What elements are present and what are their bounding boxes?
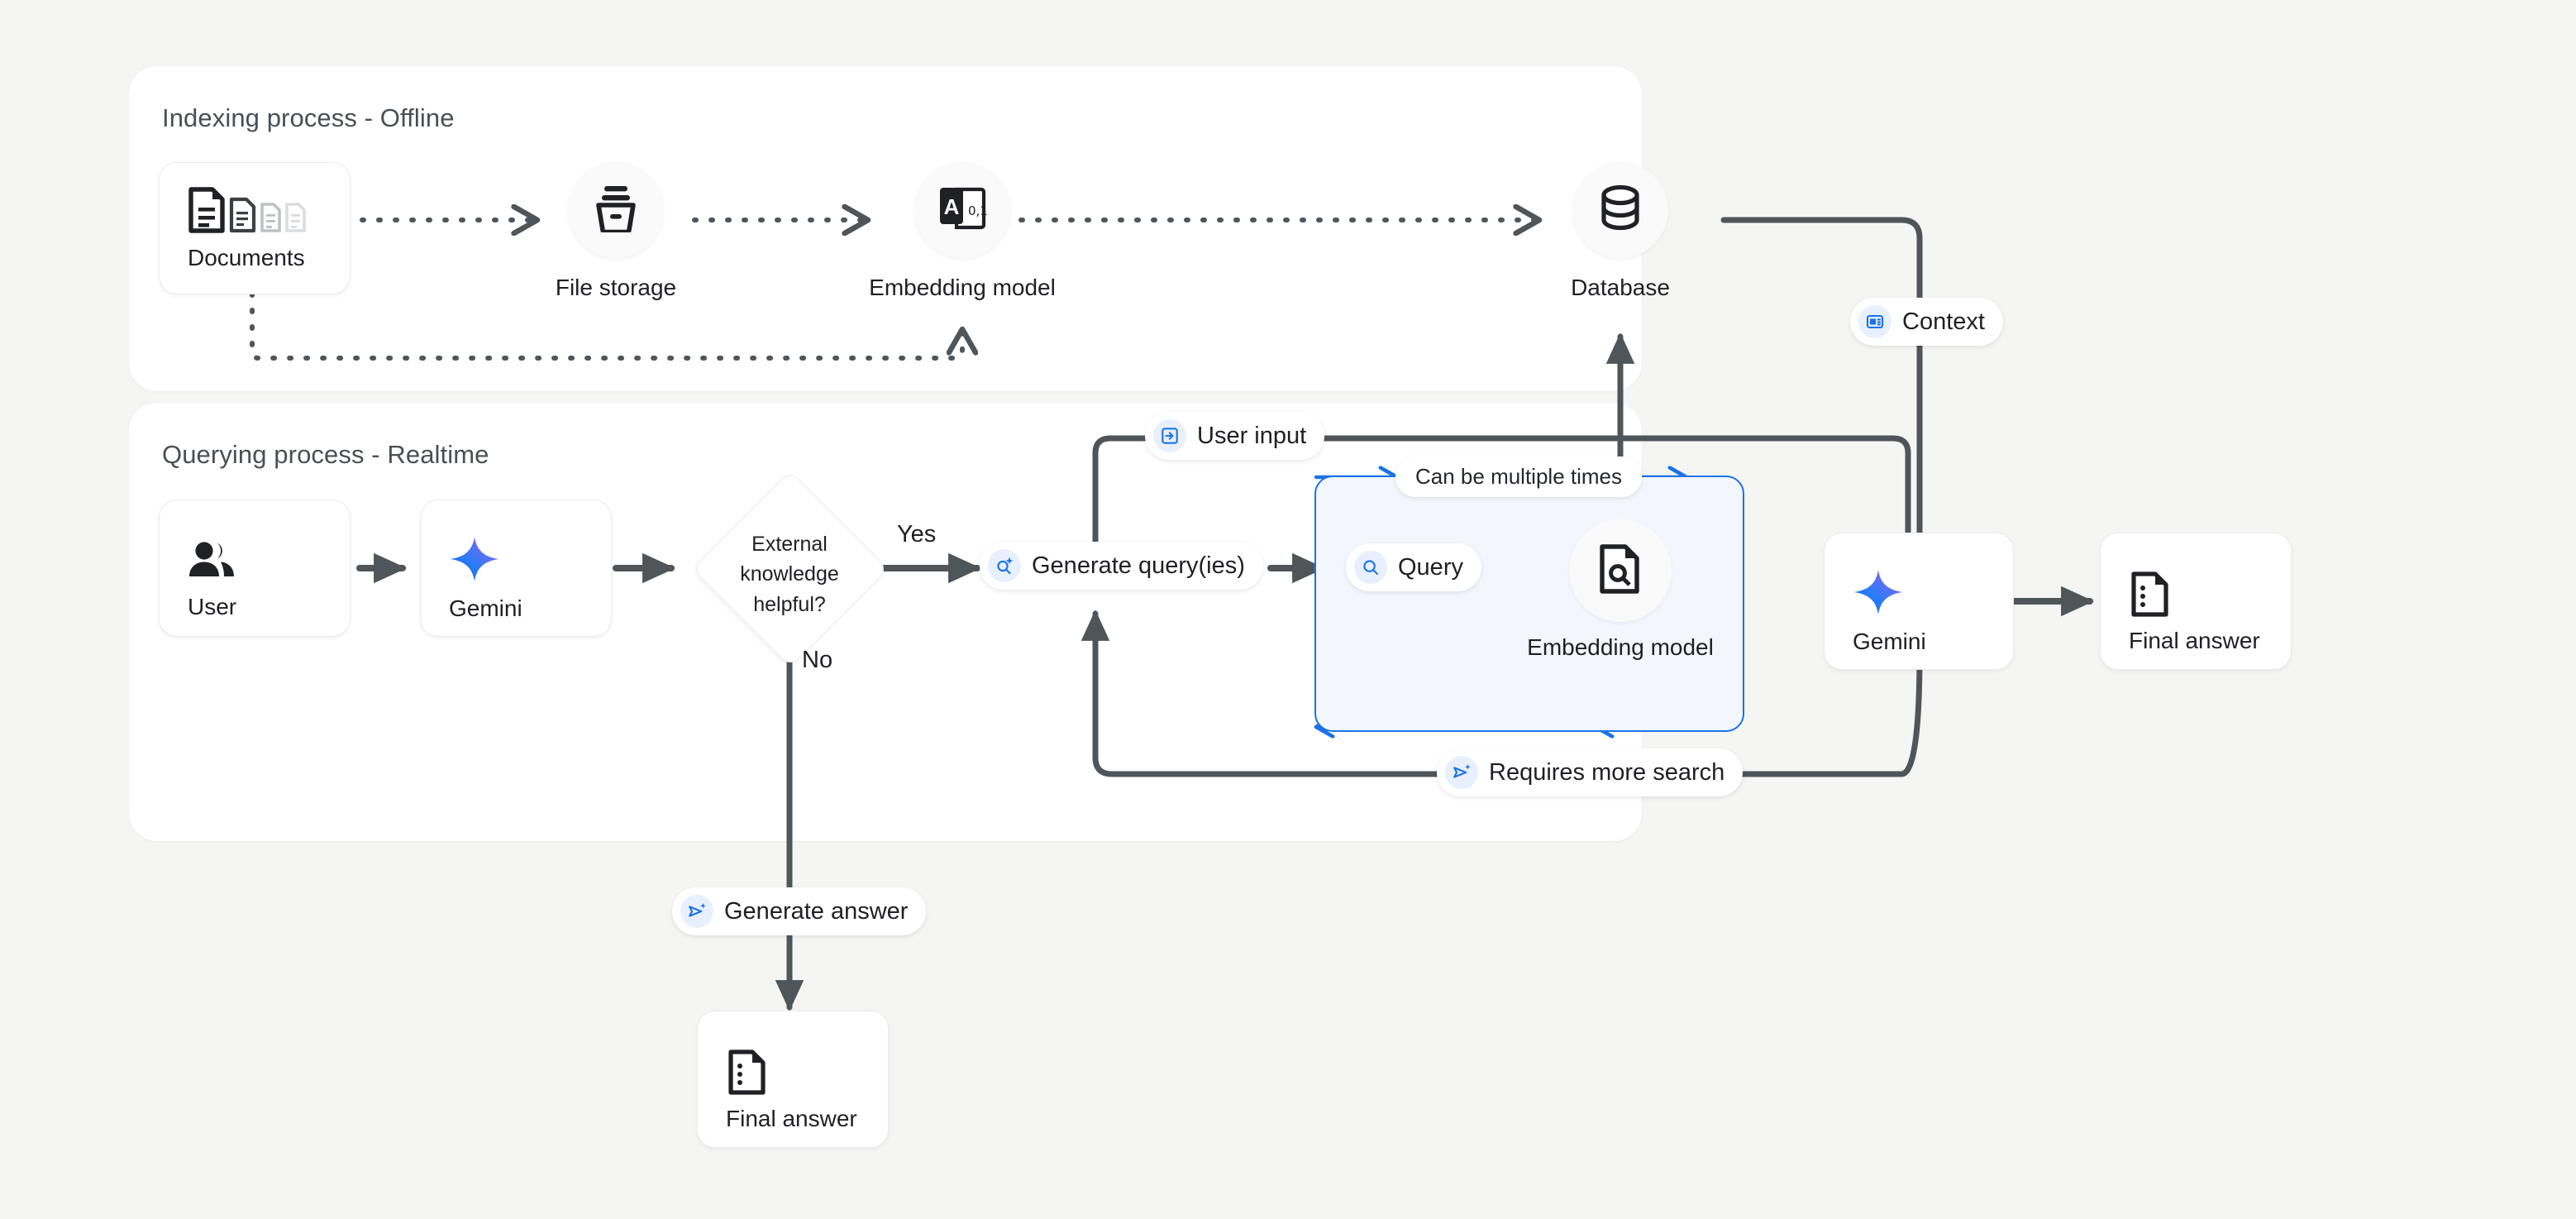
people-icon <box>188 540 239 581</box>
pill-loop-note-label: Can be multiple times <box>1415 464 1622 489</box>
archive-icon <box>593 184 639 237</box>
node-embedding-model-indexing[interactable]: 0,1 A <box>914 162 1010 258</box>
search-spark-icon <box>988 549 1021 582</box>
edge-documents-to-embedding-feedback <box>250 291 962 361</box>
send-spark-icon <box>1445 756 1478 789</box>
decision-external-knowledge-label: External knowledge helpful? <box>740 533 839 616</box>
node-file-storage-label: File storage <box>555 275 677 300</box>
answer-doc-icon <box>2129 571 2172 617</box>
answer-doc-icon <box>726 1049 769 1095</box>
loop-box-retrieval <box>1314 476 1744 732</box>
card-gemini-right[interactable]: Gemini <box>1824 533 2014 670</box>
node-database[interactable] <box>1572 162 1668 258</box>
edge-label-no: No <box>802 647 833 673</box>
card-final-answer-bottom[interactable]: Final answer <box>697 1011 889 1148</box>
edge-label-yes: Yes <box>897 521 937 547</box>
gemini-spark-icon <box>449 535 500 583</box>
pill-generate-queries-label: Generate query(ies) <box>1032 552 1245 579</box>
card-gemini-right-label: Gemini <box>1853 629 1926 655</box>
pill-query[interactable]: Query <box>1346 543 1481 591</box>
pill-user-input-label: User input <box>1197 422 1307 449</box>
pill-generate-answer-label: Generate answer <box>724 897 909 925</box>
node-embedding-model-indexing-label: Embedding model <box>869 275 1056 300</box>
node-embedding-model-query-label: Embedding model <box>1527 634 1714 660</box>
node-embedding-model-query[interactable] <box>1569 519 1672 622</box>
svg-text:A: A <box>944 194 960 219</box>
pill-query-label: Query <box>1398 553 1463 581</box>
card-gemini-left[interactable]: Gemini <box>420 500 612 637</box>
pill-requires-more-search[interactable]: Requires more search <box>1437 748 1744 796</box>
panel-indexing-title: Indexing process - Offline <box>162 103 455 132</box>
card-user[interactable]: User <box>159 500 351 637</box>
pill-context[interactable]: Context <box>1850 298 2003 346</box>
svg-text:0,1: 0,1 <box>968 203 988 218</box>
pill-loop-note: Can be multiple times <box>1395 457 1642 497</box>
edge-user-input-to-gemini-right <box>1092 435 1911 566</box>
panel-querying-title: Querying process - Realtime <box>162 440 489 469</box>
edge-requires-more-search <box>1080 610 1923 777</box>
panel-indexing <box>129 66 1642 391</box>
doc-search-icon <box>1597 543 1643 599</box>
card-documents[interactable]: Documents <box>159 162 351 294</box>
card-documents-label: Documents <box>188 245 305 270</box>
gemini-spark-icon <box>1853 568 1904 616</box>
pill-generate-answer[interactable]: Generate answer <box>672 887 927 935</box>
send-spark-icon <box>680 895 713 928</box>
pill-user-input[interactable]: User input <box>1145 412 1325 460</box>
node-database-label: Database <box>1571 275 1670 300</box>
documents-icon <box>188 186 312 234</box>
edge-database-to-gemini-right <box>1720 217 1934 566</box>
pill-context-label: Context <box>1902 308 1985 335</box>
database-icon <box>1599 184 1642 237</box>
node-file-storage[interactable] <box>568 162 664 258</box>
pill-generate-queries[interactable]: Generate query(ies) <box>980 542 1263 590</box>
text-to-vector-icon: 0,1 A <box>937 184 988 237</box>
card-final-answer-bottom-label: Final answer <box>726 1106 857 1132</box>
card-final-answer-right[interactable]: Final answer <box>2100 533 2292 670</box>
search-icon <box>1354 551 1387 584</box>
context-card-icon <box>1858 305 1891 338</box>
card-user-label: User <box>188 594 237 620</box>
input-arrow-icon <box>1153 419 1186 452</box>
card-gemini-left-label: Gemini <box>449 595 522 622</box>
pill-requires-more-search-label: Requires more search <box>1489 758 1725 786</box>
card-final-answer-right-label: Final answer <box>2129 628 2260 654</box>
